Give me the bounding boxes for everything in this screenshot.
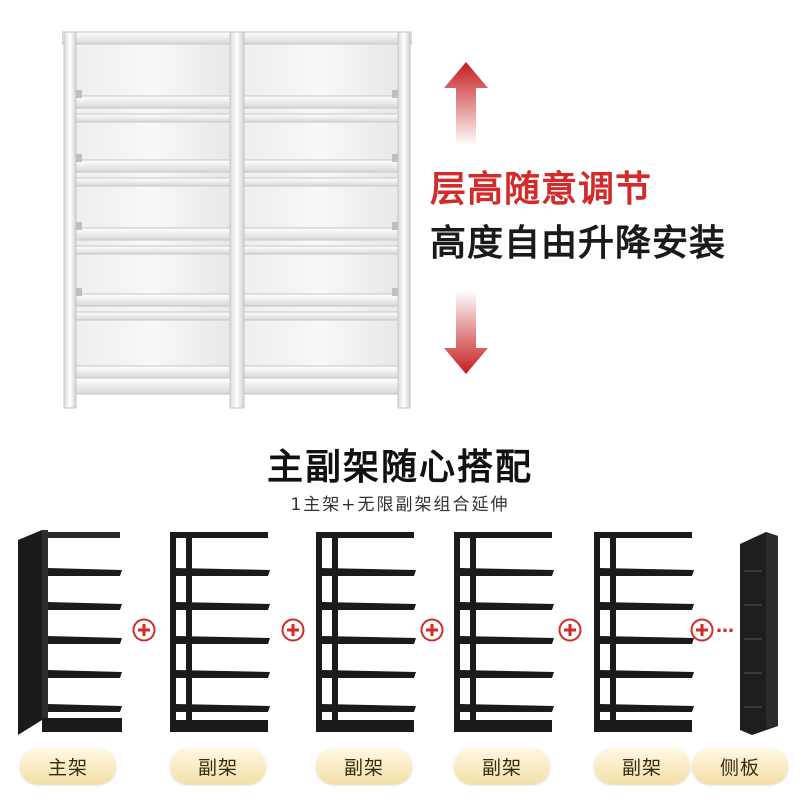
plus-icon — [690, 618, 714, 642]
label-sub-shelf-4: 副架 — [594, 748, 690, 784]
plus-icon — [281, 618, 305, 642]
white-bookshelf-image — [62, 31, 412, 409]
plus-icon — [132, 618, 156, 642]
sub-shelf-image-1 — [170, 532, 270, 732]
side-panel-image — [740, 532, 778, 735]
label-sub-shelf-3: 副架 — [454, 748, 550, 784]
arrow-down-icon — [444, 290, 488, 374]
sub-shelf-image-3 — [454, 532, 554, 732]
feature-headline-black: 高度自由升降安装 — [430, 223, 727, 264]
label-side-panel: 侧板 — [692, 748, 788, 784]
plus-icon — [558, 618, 582, 642]
plus-more-ellipsis: … — [716, 616, 735, 637]
plus-icon — [420, 618, 444, 642]
sub-shelf-image-2 — [316, 532, 416, 732]
feature-headline-red: 层高随意调节 — [430, 169, 653, 210]
section-subtitle: 1主架+无限副架组合延伸 — [290, 495, 510, 515]
main-shelf-image — [18, 530, 122, 735]
arrow-up-icon — [444, 62, 488, 146]
sub-shelf-image-4 — [594, 532, 694, 732]
label-sub-shelf-1: 副架 — [170, 748, 266, 784]
label-main-shelf: 主架 — [20, 748, 116, 784]
section-title: 主副架随心搭配 — [266, 447, 533, 488]
label-sub-shelf-2: 副架 — [316, 748, 412, 784]
